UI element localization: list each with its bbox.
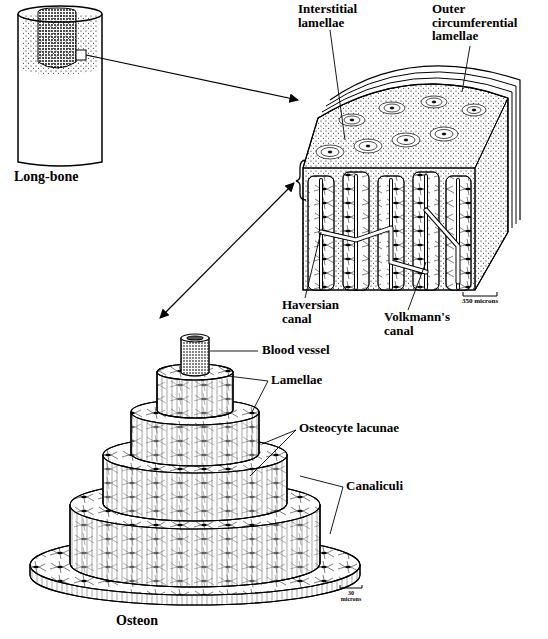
figure-caption: Osteon (116, 614, 206, 629)
leader-lines (305, 30, 470, 310)
part-label: Osteocyte lacunae (299, 421, 469, 435)
part-label: Blood vessel (262, 343, 392, 357)
part-label: Interstitial lamellae (298, 2, 382, 29)
pointer-arrow (86, 55, 298, 100)
scale-label: 30 microns (337, 590, 365, 603)
scale-bar (463, 292, 497, 296)
part-label: Haversian canal (282, 298, 360, 325)
scale-bar (340, 585, 362, 588)
compact-bone-block (296, 66, 520, 290)
pointer-arrow (160, 183, 294, 318)
long-bone-drawing (18, 6, 102, 166)
bracket (296, 160, 306, 200)
part-label: Lamellae (271, 373, 371, 387)
part-label: Volkmann's canal (384, 310, 468, 337)
part-label: Outer circumferential lamellae (432, 2, 532, 43)
figure-caption: Long-bone (14, 170, 114, 185)
scale-label: 350 microns (461, 298, 499, 305)
part-label: Canaliculi (346, 479, 466, 493)
